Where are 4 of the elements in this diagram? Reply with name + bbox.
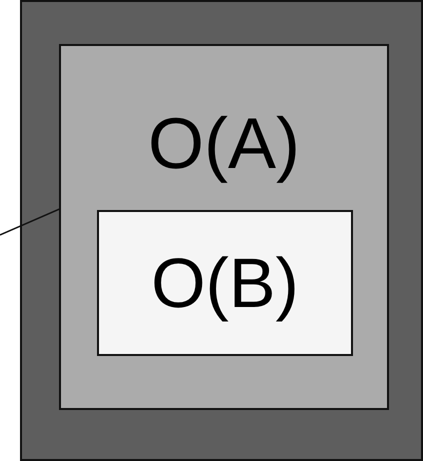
inner-box (97, 210, 353, 356)
leader-line (0, 208, 60, 236)
region-box (59, 44, 389, 410)
outer-box (20, 0, 423, 461)
